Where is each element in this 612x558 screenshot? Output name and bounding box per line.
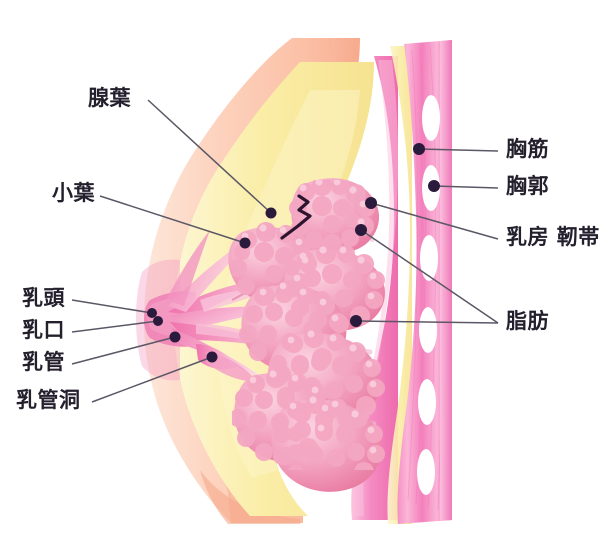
glandular-tissue	[228, 178, 385, 492]
label-glandular-lobe: 腺葉	[88, 86, 131, 110]
label-nipple-pore: 乳口	[22, 318, 65, 342]
dot-lobule	[239, 237, 251, 249]
fold-shadow	[200, 470, 300, 524]
lobe-bracket	[280, 194, 312, 240]
label-fat: 脂肪	[506, 309, 549, 333]
leader-nipple-pore	[71, 320, 159, 333]
leader-lobule	[99, 195, 246, 244]
leader-fat-lower	[355, 320, 499, 324]
dot-lactiferous-sinus	[206, 351, 218, 363]
leader-nipple	[71, 299, 153, 314]
pectoral-muscle	[351, 56, 398, 520]
retromammary-fat	[387, 46, 412, 524]
lactiferous-sinus	[206, 352, 258, 382]
dot-glandular-lobe	[265, 207, 277, 219]
duct-branch	[166, 230, 210, 306]
rib-oval	[420, 235, 438, 281]
label-milk-duct: 乳管	[22, 350, 65, 374]
label-breast-ligament: 乳房 靭帯	[506, 225, 600, 249]
leader-pectoral-muscle	[418, 148, 499, 152]
leader-rib-cage	[433, 185, 499, 189]
rib-oval	[422, 95, 440, 141]
dot-pectoral-muscle	[413, 143, 425, 155]
label-nipple: 乳頭	[22, 286, 65, 310]
ribs	[417, 95, 440, 495]
dot-nipple	[147, 308, 157, 318]
chest-wall	[397, 40, 452, 524]
rib-oval	[418, 379, 436, 425]
leader-milk-duct	[71, 336, 176, 365]
label-lactiferous-sinus: 乳管洞	[16, 388, 81, 412]
rib-oval	[419, 307, 437, 353]
rib-cage-body	[397, 40, 452, 524]
label-lobule: 小葉	[52, 181, 95, 205]
dot-nipple-pore	[153, 316, 163, 326]
marker-dots	[147, 143, 440, 363]
label-rib-cage: 胸郭	[506, 174, 549, 198]
leader-lines	[71, 99, 499, 403]
acini-bubbles	[232, 180, 385, 470]
dot-fat-upper	[355, 224, 367, 236]
dot-breast-ligament	[365, 197, 377, 209]
rib-oval	[417, 449, 435, 495]
leader-breast-ligament	[370, 202, 499, 240]
leader-fat-upper	[360, 229, 499, 324]
leader-glandular-lobe	[147, 99, 272, 214]
dot-fat-lower	[350, 315, 362, 327]
leader-lactiferous-sinus	[91, 356, 213, 403]
dot-rib-cage	[428, 180, 440, 192]
dot-milk-duct	[169, 331, 181, 343]
label-pectoral-muscle: 胸筋	[506, 137, 549, 161]
chestwall-edge	[440, 40, 452, 521]
